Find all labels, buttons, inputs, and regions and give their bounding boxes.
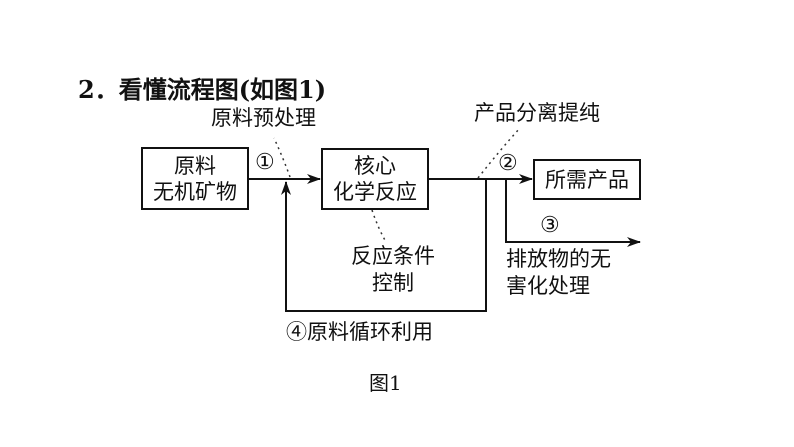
condition-line2: 控制 xyxy=(372,271,414,295)
product-label: 所需产品 xyxy=(545,167,629,192)
label-condition-control: 反应条件 控制 xyxy=(340,243,446,297)
label-waste-treatment: 排放物的无 害化处理 xyxy=(506,246,611,300)
condition-line1: 反应条件 xyxy=(351,244,435,268)
raw-material-line1: 原料 xyxy=(174,153,216,178)
raw-material-line2: 无机矿物 xyxy=(153,179,237,204)
step-marker-3: ③ xyxy=(540,213,560,238)
box-core-reaction: 核心 化学反应 xyxy=(321,148,429,210)
core-reaction-line1: 核心 xyxy=(354,154,396,178)
section-heading: 2．看懂流程图(如图1) xyxy=(78,75,327,104)
waste-line1: 排放物的无 xyxy=(506,247,611,271)
dotted-pointer-pretreatment xyxy=(273,137,291,178)
dotted-pointer-separation xyxy=(477,127,521,179)
step-marker-1: ① xyxy=(255,150,275,175)
step-marker-2: ② xyxy=(498,151,518,176)
arrow-recycle-loop xyxy=(281,179,487,312)
label-pretreatment: 原料预处理 xyxy=(211,106,316,130)
label-recycle: ④原料循环利用 xyxy=(286,320,433,344)
arrow-waste-branch xyxy=(505,179,641,247)
dotted-pointer-condition xyxy=(371,209,387,243)
label-separation: 产品分离提纯 xyxy=(474,101,600,125)
waste-line2: 害化处理 xyxy=(506,274,590,298)
figure-caption: 图1 xyxy=(369,371,402,395)
core-reaction-line2: 化学反应 xyxy=(333,180,417,204)
box-raw-material: 原料 无机矿物 xyxy=(141,147,249,210)
box-product: 所需产品 xyxy=(533,159,641,200)
